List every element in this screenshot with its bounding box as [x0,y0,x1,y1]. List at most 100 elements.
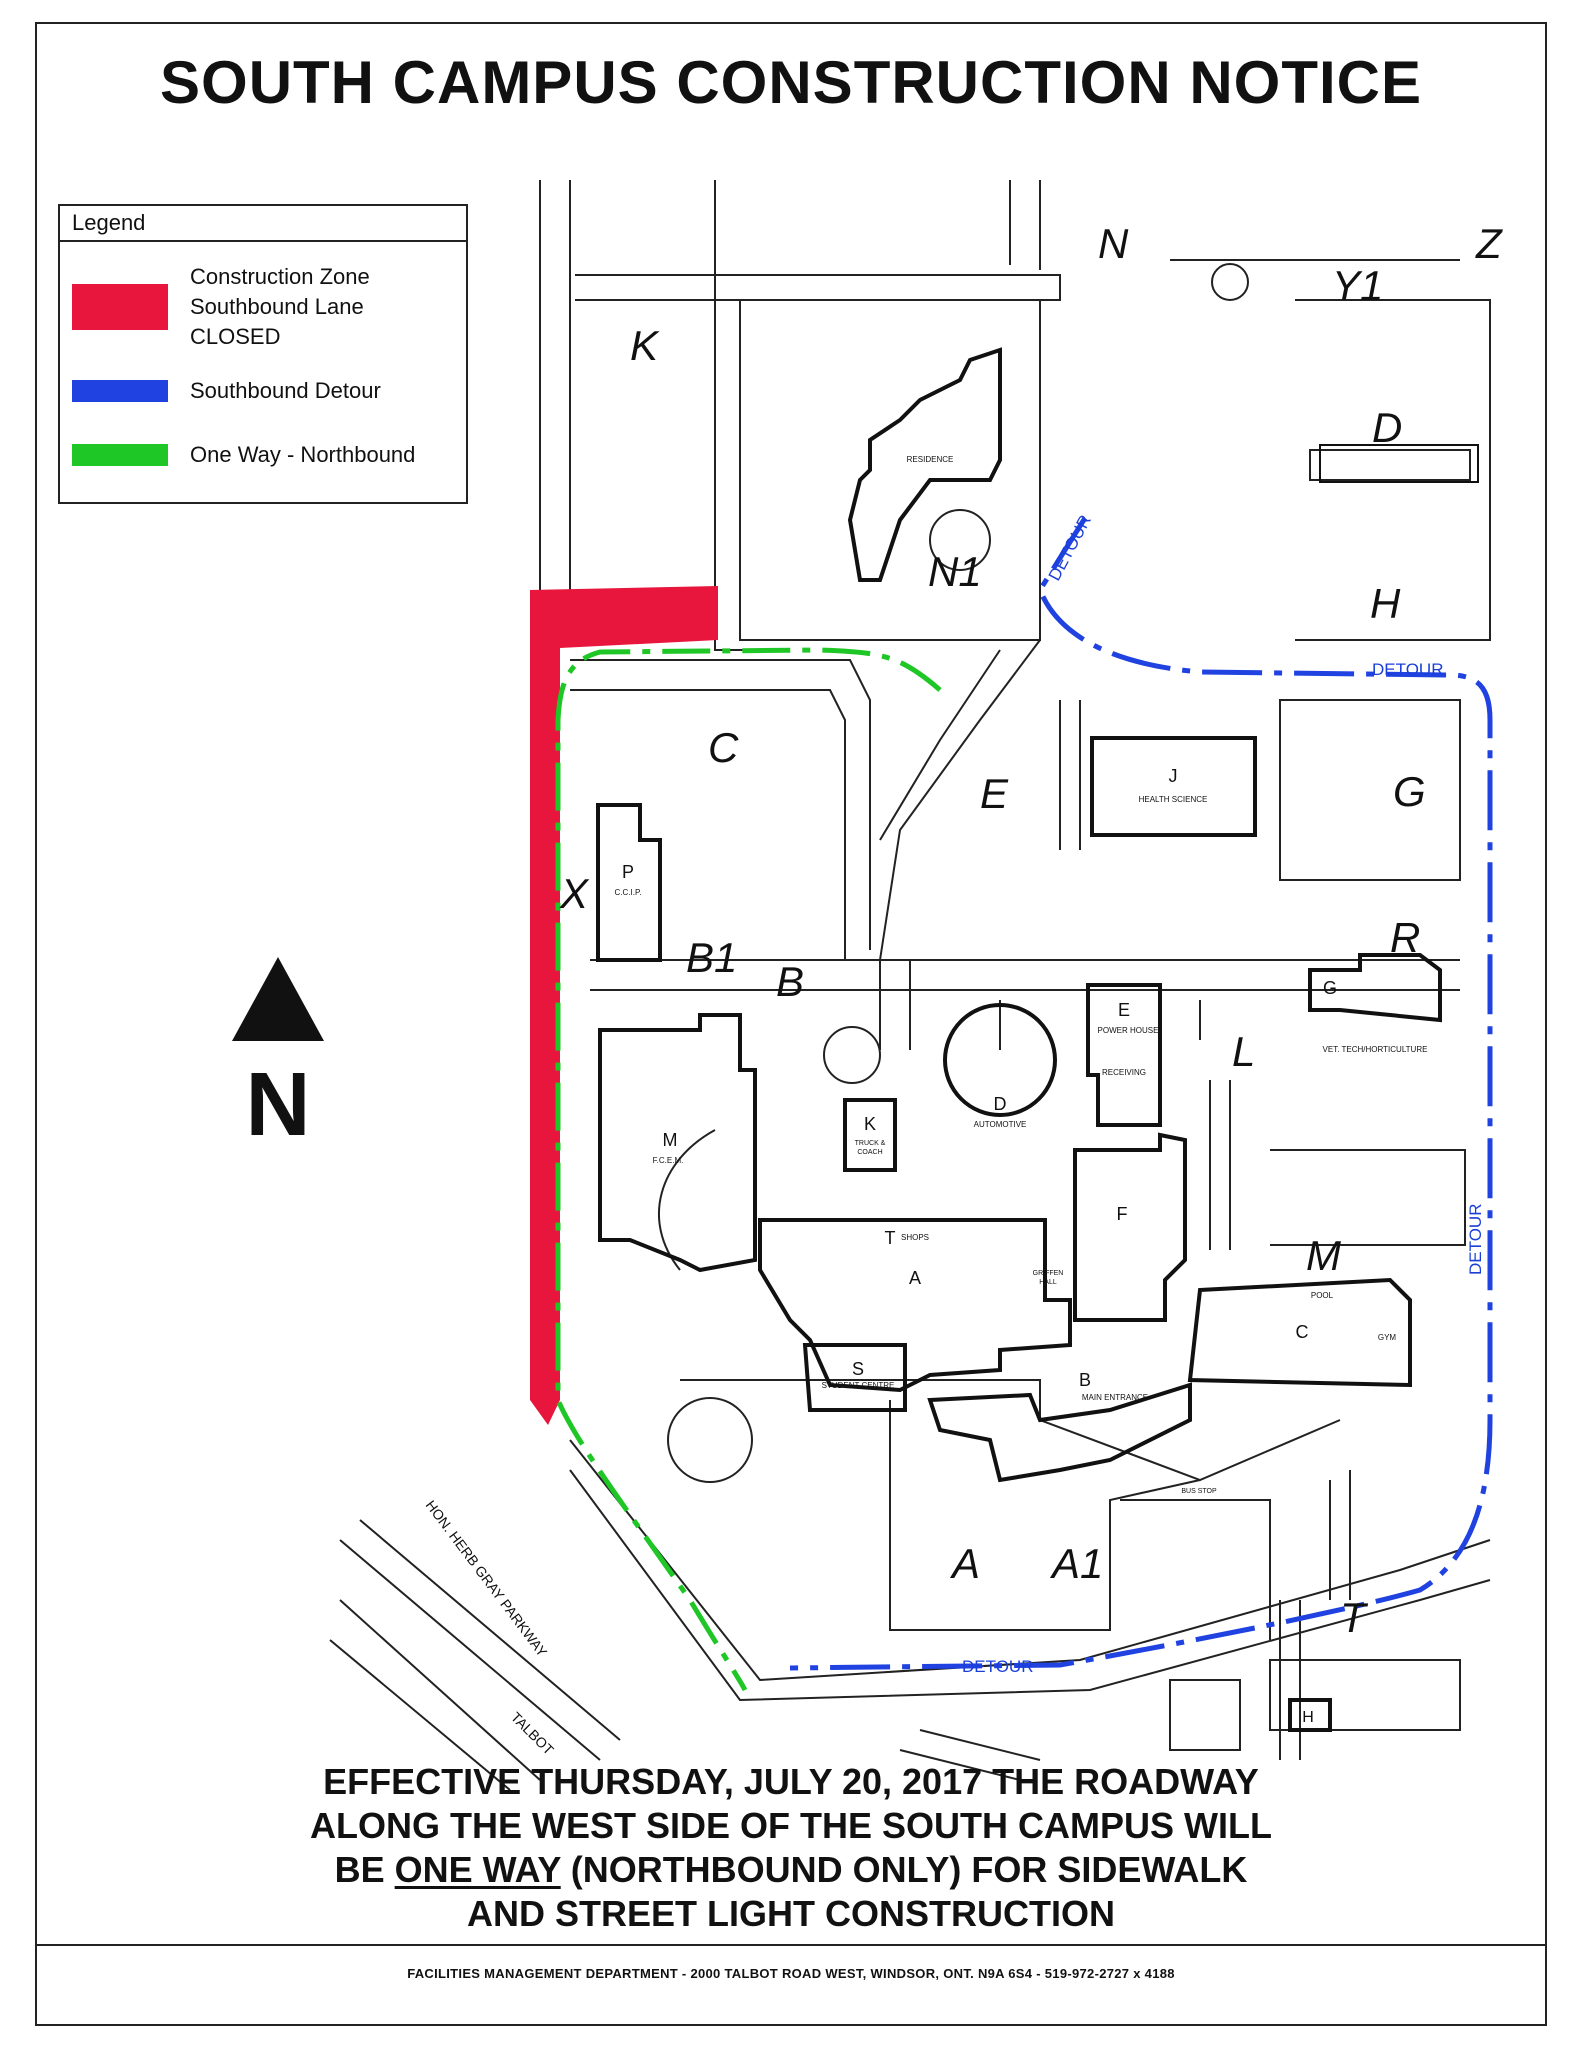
notice-line-1: EFFECTIVE THURSDAY, JULY 20, 2017 THE RO… [323,1761,1259,1802]
label-h-letter: H [1302,1709,1314,1726]
label-c-letter: C [1296,1322,1309,1342]
label-j-name: HEALTH SCIENCE [1139,795,1208,804]
road-label-talbot: TALBOT [508,1709,557,1758]
lot-label: B [776,958,804,1005]
label-bus-stop: BUS STOP [1181,1488,1217,1495]
label-e-letter: E [1118,1000,1130,1020]
label-gym: GYM [1378,1333,1397,1342]
traffic-circles [667,263,1249,1483]
north-arrow-icon [232,957,324,1041]
label-k-letter: K [864,1114,876,1134]
label-k-name1: TRUCK & [855,1140,886,1147]
footer-divider [35,1944,1547,1946]
parking-d-box [1319,444,1479,483]
notice-line-2: ALONG THE WEST SIDE OF THE SOUTH CAMPUS … [310,1805,1272,1846]
label-griffen1: GRIFFEN [1033,1270,1064,1277]
lot-label: K [630,322,660,369]
detour-label-4: DETOUR [962,1657,1033,1676]
lot-label: Z [1475,220,1503,267]
lot-label: Y1 [1332,262,1383,309]
legend-text-one-way: One Way - Northbound [190,442,416,467]
label-vet: VET. TECH/HORTICULTURE [1323,1045,1428,1054]
detour-label-2: DETOUR [1372,660,1443,679]
building-g [1308,953,1442,1023]
legend-item-detour: Southbound Detour [72,376,381,406]
lot-label: H [1370,580,1401,627]
label-t-name: SHOPS [901,1233,929,1242]
label-d-name: AUTOMOTIVE [974,1120,1027,1129]
lot-label: B1 [686,934,737,981]
detour-label-3: DETOUR [1466,1204,1485,1275]
building-s [802,1343,907,1412]
legend-heading: Legend [60,206,466,242]
north-arrow: N [228,955,328,1150]
north-letter: N [245,1055,311,1155]
label-p-letter: P [622,862,634,882]
page-frame [35,22,1547,2026]
lot-label: T [1340,1594,1369,1641]
one-way-swatch [72,444,168,466]
detour-label-1: DETOUR [1045,512,1095,584]
label-f-letter: F [1117,1204,1128,1224]
lot-label: X [559,870,590,917]
notice-line-4: AND STREET LIGHT CONSTRUCTION [467,1893,1115,1934]
lot-label: D [1372,404,1402,451]
building-f [1073,1132,1187,1322]
construction-notice: EFFECTIVE THURSDAY, JULY 20, 2017 THE RO… [0,1760,1582,1936]
lot-label: A [949,1540,980,1587]
label-e-name: POWER HOUSE [1098,1026,1159,1035]
detour-route [789,516,1493,1671]
label-s-name: STUDENT CENTRE [822,1381,895,1390]
lot-labels: N Z Y1 K D N1 H C E G X B1 B R L M A A1 … [559,220,1503,1641]
buildings [596,347,1479,1732]
label-b-name: MAIN ENTRANCE [1082,1393,1148,1402]
label-t-letter: T [885,1228,896,1248]
label-s-letter: S [852,1359,864,1379]
label-d-letter: D [994,1094,1007,1114]
building-k [843,1098,897,1172]
building-e [1086,983,1162,1127]
lot-label: N1 [928,548,982,595]
notice-line-3: BE ONE WAY (NORTHBOUND ONLY) FOR SIDEWAL… [334,1849,1248,1890]
building-m [598,1013,757,1273]
road-network [329,180,1491,1791]
page-title: SOUTH CAMPUS CONSTRUCTION NOTICE [160,49,1422,116]
lot-label: E [980,770,1009,817]
legend-item-construction: Construction Zone Southbound Lane CLOSED [72,262,370,352]
label-m-letter: M [663,1130,678,1150]
one-way-emphasis: ONE WAY [394,1849,561,1890]
lot-label: L [1232,1028,1255,1075]
legend-text-construction: Construction Zone Southbound Lane CLOSED [190,264,370,349]
construction-zone [530,586,718,1425]
lot-label: C [708,724,739,771]
residence-building [847,347,1002,582]
building-c [1187,1277,1412,1388]
building-labels: RESIDENCE J HEALTH SCIENCE P C.C.I.P. E … [615,455,1428,1726]
label-p-name: C.C.I.P. [615,888,642,897]
legend-item-one-way: One Way - Northbound [72,440,415,470]
label-a-letter: A [909,1268,921,1288]
building-b [927,1382,1192,1483]
building-d [943,1003,1058,1117]
construction-swatch [72,284,168,330]
one-way-route [555,647,942,1692]
legend-text-detour: Southbound Detour [190,378,381,403]
detour-swatch [72,380,168,402]
label-b-letter: B [1079,1370,1091,1390]
label-residence: RESIDENCE [907,455,954,464]
lot-label: G [1393,768,1426,815]
lot-label: M [1306,1232,1341,1279]
building-h [1288,1698,1332,1732]
label-griffen2: HALL [1039,1279,1057,1286]
label-m-name: F.C.E.M. [653,1156,684,1165]
label-g-letter: G [1323,978,1337,998]
label-e-receiving: RECEIVING [1102,1068,1146,1077]
building-a [758,1218,1072,1393]
legend: Legend Construction Zone Southbound Lane… [58,204,468,504]
label-k-name2: COACH [857,1149,882,1156]
footer-address: FACILITIES MANAGEMENT DEPARTMENT - 2000 … [407,1966,1175,1981]
lot-label: R [1390,914,1420,961]
lot-label: A1 [1049,1540,1103,1587]
road-label-parkway: HON. HERB GRAY PARKWAY [423,1497,551,1660]
